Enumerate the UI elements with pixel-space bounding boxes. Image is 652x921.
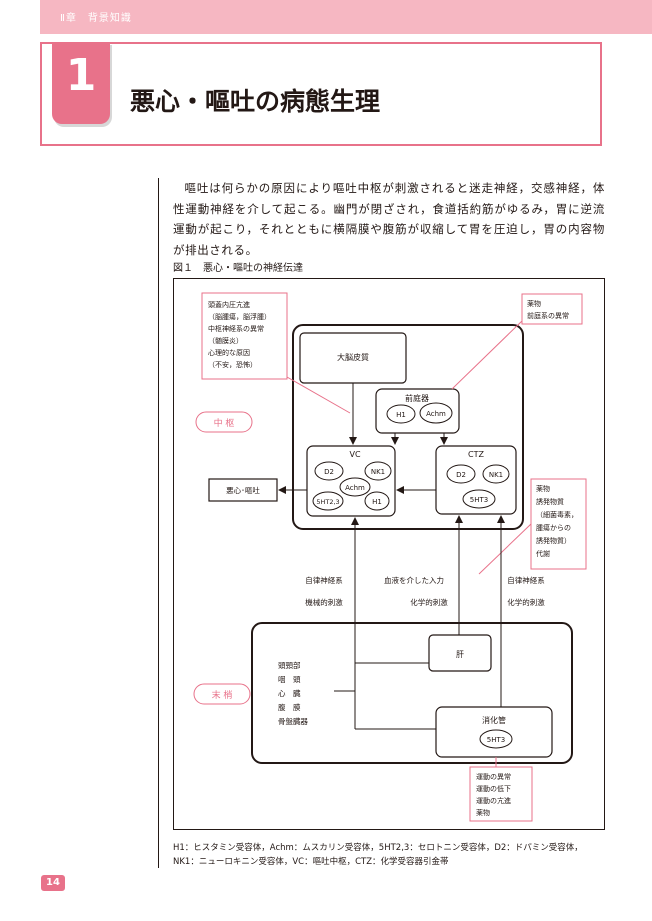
ctz-receptor-d2-label: D2 — [456, 471, 466, 479]
gut-receptor-label: 5HT3 — [487, 736, 505, 744]
vc-receptor-5ht-label: 5HT2,3 — [316, 498, 339, 506]
cause-line-6: （不安，恐怖） — [208, 360, 257, 369]
pathway-middle-2: 化学的刺激 — [410, 597, 448, 607]
chapter-header-band — [40, 0, 652, 34]
vc-receptor-achm-label: Achm — [345, 484, 365, 492]
receptor-h1-vestibular — [386, 404, 416, 424]
page-number: 14 — [41, 875, 65, 891]
section-number-tab — [52, 42, 110, 124]
receptor-h1-label: H1 — [396, 411, 406, 419]
cause-line-3: 中枢神経系の異常 — [208, 324, 264, 333]
organ-4: 腹 膜 — [278, 702, 301, 712]
drug-inducers-box — [530, 478, 587, 570]
ctz-receptor-5ht3-label: 5HT3 — [470, 496, 488, 504]
neural-pathway-diagram: 大脳皮質 前庭器 H1 Achm VC D2 NK1 Achm 5HT2,3 H… — [193, 292, 587, 822]
section-number: 1 — [65, 50, 97, 101]
figure-caption: 図１ 悪心・嘔吐の神経伝達 — [173, 263, 303, 274]
vc-label: VC — [349, 450, 360, 459]
peripheral-box — [251, 622, 573, 764]
ctz-receptor-d2 — [446, 464, 476, 484]
chapter-label: Ⅱ章 背景知識 — [60, 13, 132, 24]
vestibular-label: 前庭器 — [405, 393, 429, 403]
vomiting-center-box — [306, 445, 396, 517]
receptor-achm-vestibular — [419, 402, 453, 424]
drug-right-line-6: 代謝 — [536, 549, 550, 558]
drug-right-line-2: 誘発物質 — [536, 497, 564, 506]
cause-line-4: （髄膜炎） — [208, 336, 243, 345]
motility-line-1: 運動の異常 — [476, 772, 511, 781]
gut-box — [435, 706, 553, 758]
organ-1: 頭頸部 — [278, 660, 301, 670]
figure-frame: 大脳皮質 前庭器 H1 Achm VC D2 NK1 Achm 5HT2,3 H… — [173, 278, 605, 830]
drug-right-line-3: （細菌毒素， — [536, 510, 578, 519]
vc-receptor-nk1-label: NK1 — [371, 468, 385, 476]
pink-connector-drug-vestibular — [451, 320, 523, 390]
pathway-right-2: 化学的刺激 — [507, 597, 545, 607]
vc-receptor-nk1 — [364, 461, 392, 481]
ctz-receptor-nk1 — [482, 464, 510, 484]
nausea-vomiting-label: 悪心･嘔吐 — [226, 486, 260, 495]
drug-right-line-4: 腫瘍からの — [536, 523, 571, 532]
page-title: 悪心・嘔吐の病態生理 — [130, 87, 381, 116]
central-nervous-box — [292, 324, 524, 530]
organ-5: 骨盤臓器 — [278, 716, 308, 726]
figure-footnote: H1：ヒスタミン受容体，Achm：ムスカリン受容体，5HT2,3：セロトニン受容… — [173, 841, 613, 869]
ctz-box — [435, 445, 517, 515]
drug-top-line-1: 薬物 — [527, 299, 541, 308]
pathway-middle-1: 血液を介した入力 — [384, 575, 444, 585]
liver-box — [428, 634, 492, 672]
vc-receptor-achm — [339, 477, 371, 497]
motility-line-2: 運動の低下 — [476, 784, 511, 793]
receptor-achm-label: Achm — [426, 410, 446, 418]
vc-receptor-5ht — [312, 491, 344, 511]
central-causes-box — [201, 292, 288, 380]
footnote-line-2: NK1：ニューロキニン受容体，VC：嘔吐中枢，CTZ：化学受容器引金帯 — [173, 857, 449, 867]
ctz-label: CTZ — [468, 450, 484, 459]
gut-receptor-5ht3 — [479, 729, 513, 749]
pink-connector-drug-blood — [478, 523, 532, 575]
cortex-label: 大脳皮質 — [337, 352, 369, 362]
body-paragraph: 嘔吐は何らかの原因により嘔吐中枢が刺激されると迷走神経，交感神経，体性運動神経を… — [173, 181, 605, 257]
peripheral-tag-label: 末 梢 — [212, 689, 233, 701]
title-box — [40, 42, 602, 146]
motility-box — [469, 766, 533, 822]
vestibular-box — [375, 388, 460, 434]
pathway-right-1: 自律神経系 — [507, 575, 545, 585]
pathway-left-2: 機械的刺激 — [305, 597, 343, 607]
central-tag-label: 中 枢 — [214, 417, 235, 429]
cause-line-5: 心理的な原因 — [208, 348, 250, 357]
drug-right-line-5: 誘発物質） — [536, 536, 571, 545]
organ-2: 咽 頭 — [278, 675, 301, 684]
liver-label: 肝 — [456, 650, 464, 659]
vc-receptor-h1-label: H1 — [372, 498, 382, 506]
margin-rule — [158, 178, 159, 868]
peripheral-tag — [193, 683, 251, 705]
pink-connector-causes — [286, 376, 351, 414]
ctz-receptor-nk1-label: NK1 — [489, 471, 503, 479]
footnote-line-1: H1：ヒスタミン受容体，Achm：ムスカリン受容体，5HT2,3：セロトニン受容… — [173, 843, 583, 853]
vc-receptor-d2 — [314, 461, 344, 481]
gut-label: 消化管 — [482, 715, 506, 725]
drug-vestibular-box — [521, 293, 583, 325]
nausea-vomiting-box — [208, 478, 278, 502]
pathway-left-1: 自律神経系 — [305, 575, 343, 585]
drug-top-line-2: 前庭系の異常 — [527, 311, 569, 320]
motility-line-3: 運動の亢進 — [476, 796, 511, 805]
organ-3: 心 臓 — [278, 688, 301, 698]
vc-receptor-d2-label: D2 — [324, 468, 334, 476]
vc-receptor-h1 — [364, 491, 390, 511]
cause-line-1: 頭蓋内圧亢進 — [208, 300, 250, 309]
cause-line-2: （脳腫瘍，脳浮腫） — [208, 312, 271, 321]
motility-line-4: 薬物 — [476, 808, 490, 817]
central-tag — [195, 411, 253, 433]
drug-right-line-1: 薬物 — [536, 484, 550, 493]
ctz-receptor-5ht3 — [462, 489, 496, 509]
